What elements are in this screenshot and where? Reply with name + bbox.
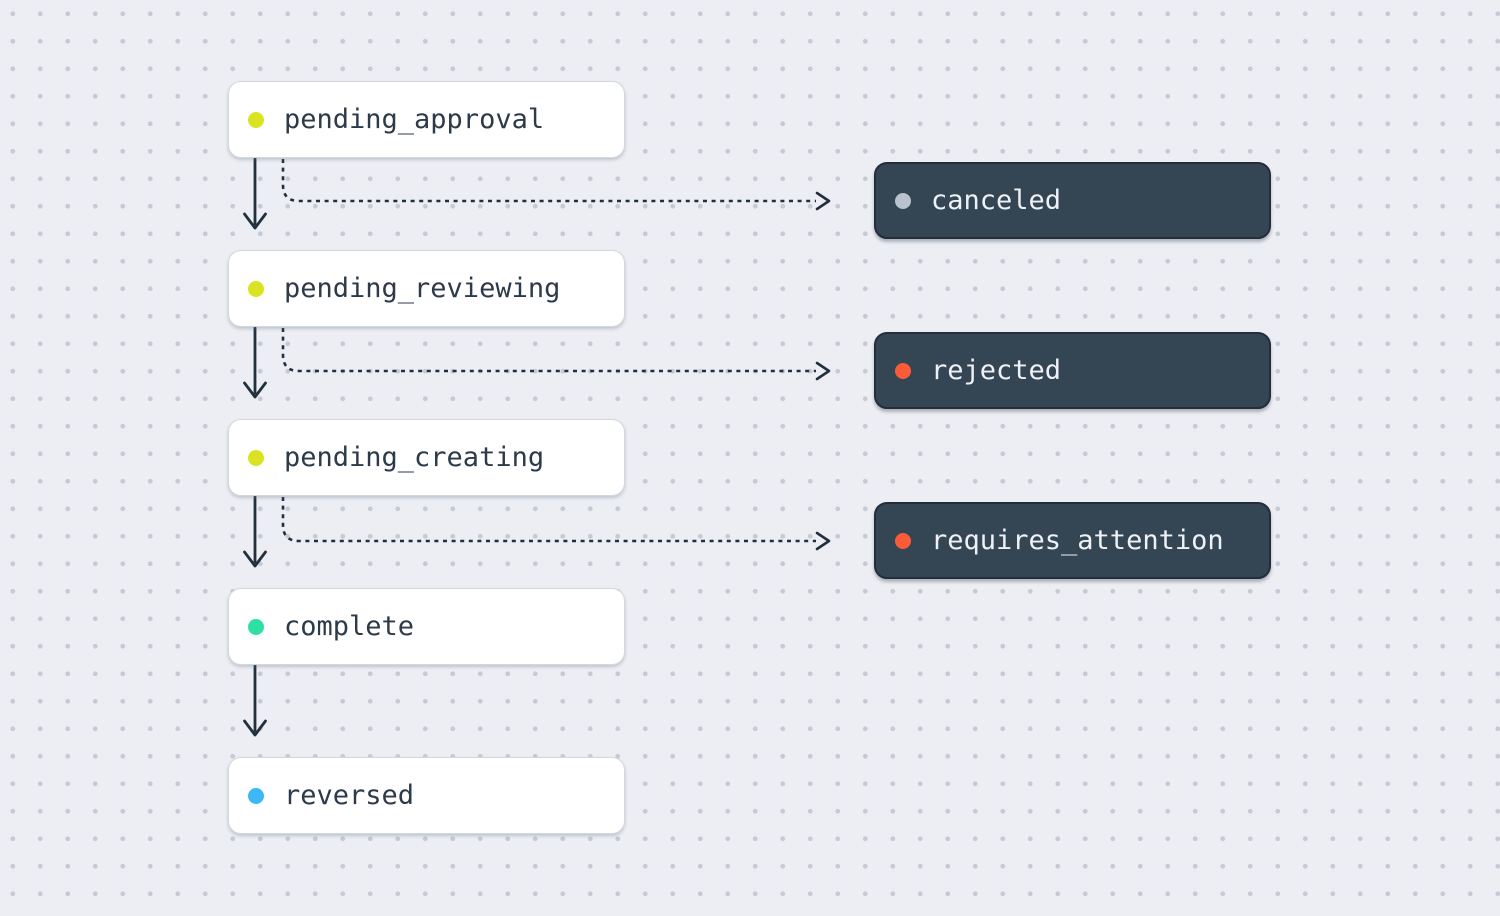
state-node-pending-reviewing[interactable]: pending_reviewing xyxy=(228,250,625,327)
state-node-pending-creating[interactable]: pending_creating xyxy=(228,419,625,496)
state-node-pending-approval[interactable]: pending_approval xyxy=(228,81,625,158)
edge-pending-reviewing-to-rejected xyxy=(281,328,831,381)
status-dot-icon xyxy=(248,111,264,128)
state-label: rejected xyxy=(931,355,1062,386)
edge-pending-creating-to-complete xyxy=(243,495,267,568)
state-node-canceled[interactable]: canceled xyxy=(874,162,1271,239)
status-dot-icon xyxy=(895,192,911,209)
edge-pending-reviewing-to-pending-creating xyxy=(243,326,267,399)
edge-complete-to-reversed xyxy=(243,664,267,737)
status-dot-icon xyxy=(248,280,264,297)
state-node-rejected[interactable]: rejected xyxy=(874,332,1271,409)
state-label: pending_approval xyxy=(284,104,545,135)
edge-pending-approval-to-canceled xyxy=(281,159,831,211)
state-label: requires_attention xyxy=(931,525,1224,556)
state-label: pending_creating xyxy=(284,442,545,473)
edge-pending-approval-to-pending-reviewing xyxy=(243,157,267,230)
state-label: pending_reviewing xyxy=(284,273,561,304)
state-label: reversed xyxy=(284,780,415,811)
status-dot-icon xyxy=(895,532,911,549)
state-label: complete xyxy=(284,611,415,642)
state-label: canceled xyxy=(931,185,1062,216)
state-node-reversed[interactable]: reversed xyxy=(228,757,625,834)
status-dot-icon xyxy=(248,618,264,635)
state-node-requires-attention[interactable]: requires_attention xyxy=(874,502,1271,579)
edge-pending-creating-to-requires-attention xyxy=(281,497,831,551)
state-node-complete[interactable]: complete xyxy=(228,588,625,665)
status-dot-icon xyxy=(248,787,264,804)
status-dot-icon xyxy=(248,449,264,466)
status-dot-icon xyxy=(895,362,911,379)
